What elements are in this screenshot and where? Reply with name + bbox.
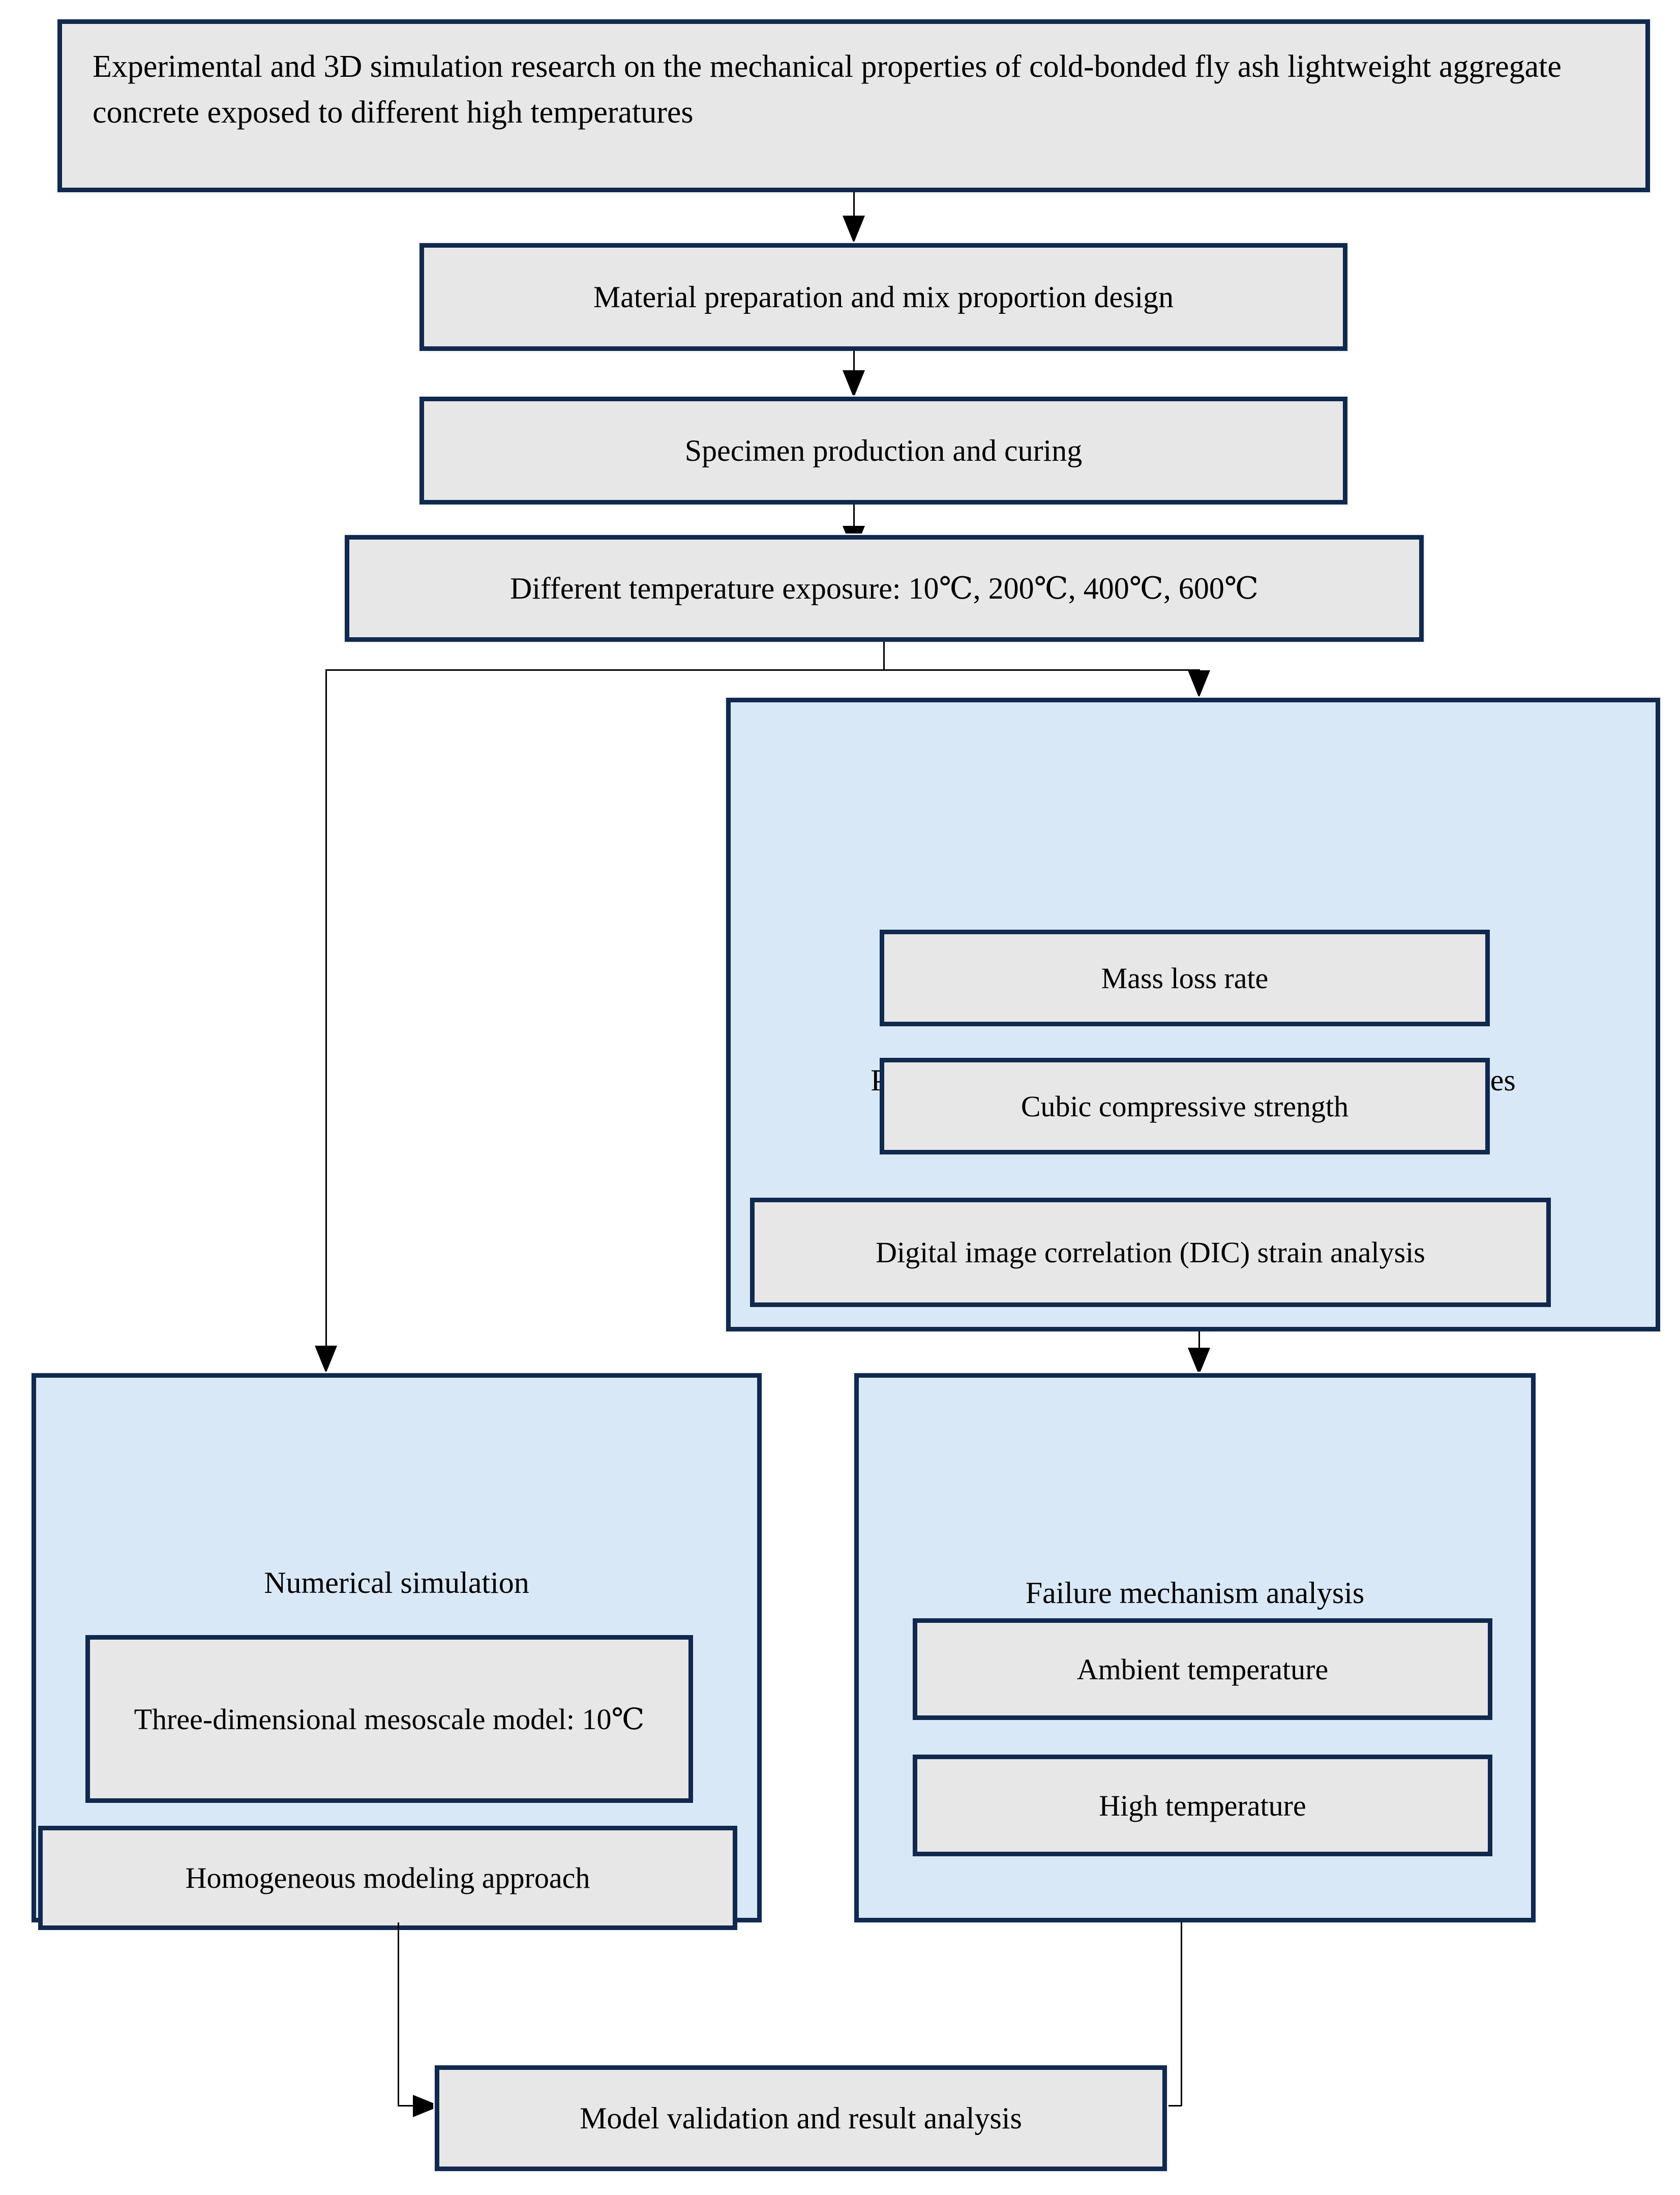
connector-temperature-stub — [883, 642, 885, 670]
panel-failure-mechanism-label: Failure mechanism analysis — [1025, 1576, 1365, 1610]
subnode-high-temperature-label: High temperature — [1099, 1789, 1306, 1822]
subnode-homogeneous-modeling: Homogeneous modeling approach — [38, 1826, 737, 1930]
node-model-validation-result: Model validation and result analysis — [435, 2065, 1167, 2171]
subnode-mesoscale-model-label: Three-dimensional mesoscale model: 10℃ — [134, 1702, 645, 1736]
arrowhead-temperature-to-simulation — [315, 1346, 337, 1373]
node-material-preparation: Material preparation and mix proportion … — [419, 243, 1347, 351]
subnode-mesoscale-model: Three-dimensional mesoscale model: 10℃ — [85, 1635, 693, 1803]
connector-property-to-failure — [1198, 1331, 1200, 1350]
arrowhead-material-to-specimen — [843, 370, 865, 398]
subnode-homogeneous-modeling-label: Homogeneous modeling approach — [185, 1861, 590, 1894]
node-model-validation-result-label: Model validation and result analysis — [580, 2101, 1022, 2135]
node-research-title-label: Experimental and 3D simulation research … — [93, 49, 1562, 130]
node-material-preparation-label: Material preparation and mix proportion … — [593, 280, 1174, 314]
connector-simulation-to-result — [398, 1922, 399, 2106]
connector-failure-to-result — [1181, 1922, 1182, 2106]
arrowhead-temperature-to-property — [1188, 670, 1210, 698]
connector-specimen-to-temperature — [853, 505, 855, 528]
connector-material-to-specimen — [853, 351, 855, 372]
subnode-dic-strain-analysis: Digital image correlation (DIC) strain a… — [750, 1198, 1551, 1307]
connector-temperature-to-simulation — [325, 669, 327, 1347]
arrowhead-title-to-material — [843, 216, 865, 243]
node-research-title: Experimental and 3D simulation research … — [57, 19, 1650, 192]
subnode-mass-loss-rate-label: Mass loss rate — [1101, 961, 1269, 995]
connector-title-to-material — [853, 192, 855, 217]
subnode-ambient-temperature-label: Ambient temperature — [1076, 1652, 1329, 1686]
connector-simulation-to-result-h — [398, 2105, 421, 2107]
panel-numerical-simulation-label: Numerical simulation — [264, 1566, 529, 1599]
node-specimen-production-label: Specimen production and curing — [684, 433, 1083, 467]
arrowhead-property-to-failure — [1188, 1348, 1210, 1375]
node-temperature-exposure-label: Different temperature exposure: 10℃, 200… — [509, 571, 1259, 605]
connector-temperature-split — [325, 669, 1200, 671]
subnode-cubic-compressive-strength: Cubic compressive strength — [880, 1058, 1490, 1154]
subnode-high-temperature: High temperature — [913, 1755, 1492, 1856]
subnode-cubic-compressive-strength-label: Cubic compressive strength — [1021, 1089, 1349, 1123]
node-specimen-production: Specimen production and curing — [419, 397, 1347, 505]
node-temperature-exposure: Different temperature exposure: 10℃, 200… — [345, 535, 1424, 642]
subnode-mass-loss-rate: Mass loss rate — [880, 930, 1490, 1026]
subnode-ambient-temperature: Ambient temperature — [913, 1618, 1492, 1720]
connector-failure-to-result-h — [1158, 2105, 1182, 2107]
subnode-dic-strain-analysis-label: Digital image correlation (DIC) strain a… — [876, 1236, 1425, 1269]
